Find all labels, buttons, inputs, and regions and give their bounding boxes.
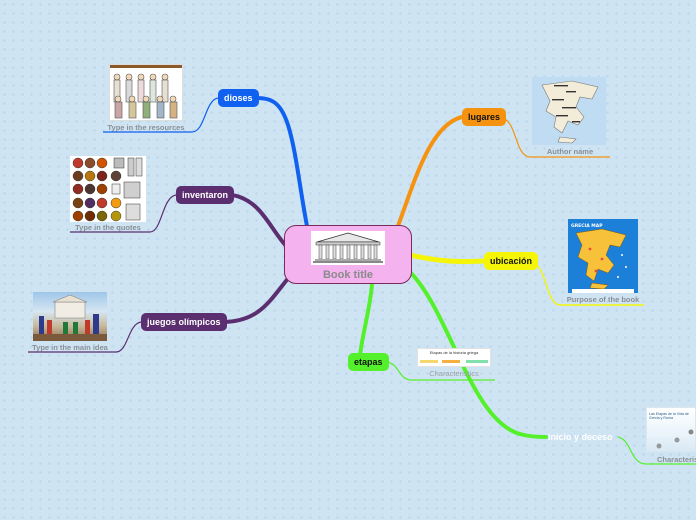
link-juegos: [220, 274, 292, 324]
central-topic[interactable]: Book title: [284, 225, 412, 284]
greece-location-map: GRECIA MAP: [568, 219, 638, 293]
parthenon-image: [311, 231, 385, 265]
olympic-games-image: [33, 292, 107, 341]
leaf-link-inventaron: [70, 194, 177, 233]
leaf-link-etapas: [386, 361, 495, 381]
topic-dioses[interactable]: dioses: [218, 89, 259, 107]
leaf-link-dioses: [103, 97, 219, 133]
leaf-link-inicio: [617, 436, 696, 465]
link-inicio: [406, 268, 548, 439]
link-dioses: [252, 96, 309, 228]
inicio-deceso-image: Las Etapas de la Vida de Grecia y Roma: [646, 407, 696, 452]
inventaron-caption[interactable]: Type in the quotes: [75, 223, 141, 232]
topic-ubicacion[interactable]: ubicación: [484, 252, 539, 270]
link-lugares: [396, 115, 464, 228]
greece-places-map: [532, 77, 606, 145]
dioses-caption[interactable]: Type in the resources: [107, 123, 185, 132]
topic-juegos-olimpicos[interactable]: juegos olímpicos: [141, 313, 227, 331]
inicio-caption[interactable]: Characteris: [657, 455, 696, 464]
etapas-card-title: Etapas de la historia griega: [429, 350, 479, 355]
gods-image: [109, 64, 183, 121]
link-etapas: [358, 282, 374, 358]
topic-lugares[interactable]: lugares: [462, 108, 507, 126]
inventions-image: [70, 156, 146, 222]
lugares-caption[interactable]: Author name: [546, 147, 594, 156]
etapas-timeline-image: Etapas de la historia griega: [417, 348, 491, 367]
map-title: GRECIA MAP: [571, 223, 603, 229]
ubicacion-caption[interactable]: Purpose of the book: [566, 295, 640, 304]
etapas-caption[interactable]: Characteristics: [429, 369, 479, 378]
leaf-link-juegos: [28, 321, 142, 353]
topic-inicio-y-deceso[interactable]: inicio y deceso: [548, 432, 613, 442]
link-ubicacion: [407, 252, 487, 264]
topic-etapas[interactable]: etapas: [348, 353, 389, 371]
link-inventaron: [230, 193, 290, 250]
topic-inventaron[interactable]: inventaron: [176, 186, 235, 204]
inicio-card-title: Las Etapas de la Vida de Grecia y Roma: [649, 412, 689, 421]
central-topic-title: Book title: [322, 269, 374, 281]
juegos-caption[interactable]: Type in the main idea: [32, 343, 108, 352]
